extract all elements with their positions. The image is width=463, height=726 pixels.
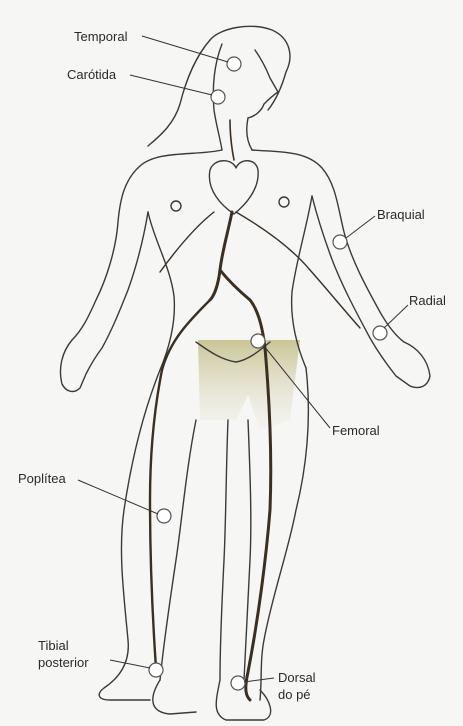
label-carotid: Carótida xyxy=(67,67,117,82)
label-femoral: Femoral xyxy=(332,423,380,438)
label-dorsal-line2: do pé xyxy=(278,687,311,702)
dorsalis-pedis-pulse-point xyxy=(231,676,245,690)
label-radial: Radial xyxy=(409,293,446,308)
temporal-pulse-point xyxy=(227,57,241,71)
label-tibial-line1: Tibial xyxy=(38,638,69,653)
femoral-pulse-point xyxy=(251,334,265,348)
popliteal-pulse-point xyxy=(157,509,171,523)
radial-pulse-point xyxy=(373,326,387,340)
brachial-pulse-point xyxy=(333,235,347,249)
label-temporal: Temporal xyxy=(74,29,128,44)
label-tibial-line2: posterior xyxy=(38,655,89,670)
tibial-pulse-point xyxy=(149,663,163,677)
label-popliteal: Poplítea xyxy=(18,471,66,486)
label-brachial: Braquial xyxy=(377,207,425,222)
carotid-pulse-point xyxy=(211,90,225,104)
label-dorsal-line1: Dorsal xyxy=(278,670,316,685)
